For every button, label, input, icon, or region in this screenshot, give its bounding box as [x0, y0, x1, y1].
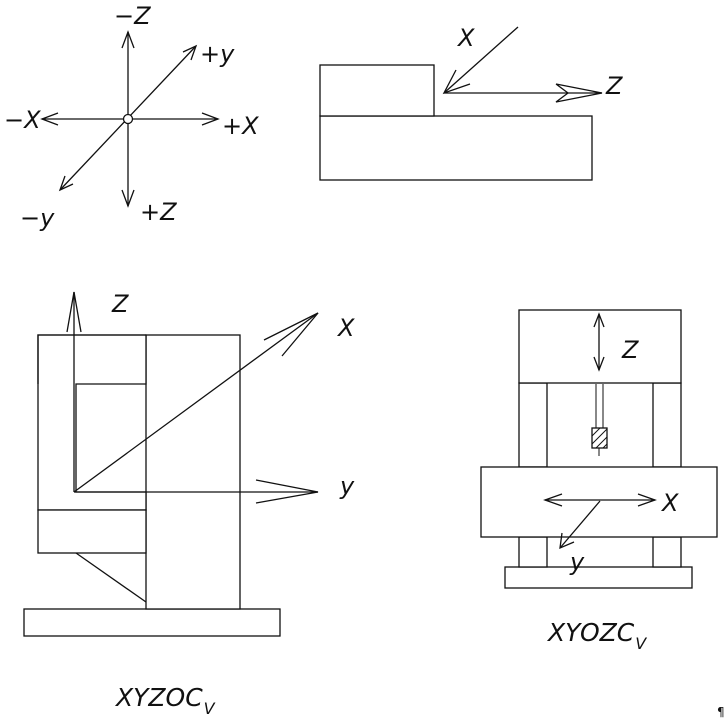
mill-table-brace — [75, 552, 147, 603]
mill-caption-main: XYZOC — [114, 683, 203, 712]
mill-table — [37, 509, 147, 554]
cutter-hatch-2 — [591, 428, 608, 445]
gantry-right-foot — [652, 536, 682, 568]
cutter-hatch-4 — [602, 443, 608, 449]
lathe-x-label: X — [456, 24, 475, 52]
gantry-x-label: X — [660, 489, 679, 517]
mill-y-label: y — [339, 472, 355, 500]
gantry-caption: XYOZCV — [546, 618, 647, 653]
mill-z-label: Z — [111, 290, 129, 318]
gantry-left-column — [518, 382, 548, 468]
mill-x-label: X — [336, 314, 355, 342]
mill-y-arrowhead — [255, 479, 319, 504]
gantry-z-arrowhead-top — [593, 312, 605, 328]
gantry-y-arrowhead — [559, 532, 575, 550]
axes-legend: −Z +y −X +X −y +Z — [4, 2, 259, 232]
corner-mark: ¶ — [717, 705, 725, 719]
legend-pos-x-label: +X — [222, 112, 259, 140]
mill-frame — [37, 334, 147, 511]
legend-pos-z-arrowhead — [121, 189, 135, 208]
mill-base — [23, 608, 281, 637]
mill-caption: XYZOCV — [114, 683, 216, 718]
gantry-x-arrowhead-right — [637, 493, 657, 507]
legend-neg-z-label: −Z — [114, 2, 151, 30]
mill-caption-subscript: V — [204, 699, 216, 718]
legend-pos-y-arrowhead — [182, 44, 198, 61]
gantry-mill-view: Z X y XYOZCV — [480, 309, 718, 653]
mill-column — [145, 334, 241, 610]
cutter-hatch-3 — [595, 436, 608, 449]
gantry-crossbeam — [518, 309, 682, 384]
mill-x-arrowhead — [263, 312, 319, 357]
lathe-x-arrowhead — [442, 69, 471, 95]
legend-origin-circle — [122, 113, 134, 125]
mill-x-axis — [73, 312, 319, 493]
legend-neg-x-label: −X — [4, 106, 41, 134]
legend-pos-x-arrowhead — [201, 112, 220, 126]
gantry-x-arrowhead-left — [543, 493, 563, 507]
lathe-x-axis-line — [443, 26, 519, 94]
mill-z-arrowhead — [66, 291, 82, 333]
gantry-left-foot — [518, 536, 548, 568]
gantry-y-label: y — [569, 548, 585, 576]
legend-pos-y-label: +y — [200, 40, 235, 68]
gantry-right-column — [652, 382, 682, 468]
cutter-hatch-1 — [591, 427, 601, 437]
gantry-caption-main: XYOZC — [546, 618, 635, 647]
lathe-lower-block — [319, 115, 593, 181]
legend-neg-y-label: −y — [20, 204, 55, 232]
legend-pos-z-label: +Z — [140, 198, 177, 226]
lathe-z-label: Z — [605, 72, 623, 100]
vertical-mill-view: Z X y XYZOCV — [23, 290, 355, 718]
lathe-view: X Z — [319, 24, 623, 181]
gantry-caption-subscript: V — [635, 634, 647, 653]
legend-neg-x-arrowhead — [40, 112, 59, 126]
gantry-z-label: Z — [621, 336, 639, 364]
legend-neg-z-arrowhead — [121, 30, 135, 49]
legend-neg-y-arrowhead — [58, 175, 74, 192]
gantry-y-axis — [559, 500, 601, 549]
mill-head-outline — [37, 334, 146, 384]
lathe-upper-block — [319, 64, 435, 117]
gantry-base — [504, 566, 693, 589]
gantry-z-arrowhead-bottom — [593, 356, 605, 372]
lathe-z-arrowhead — [555, 83, 603, 103]
